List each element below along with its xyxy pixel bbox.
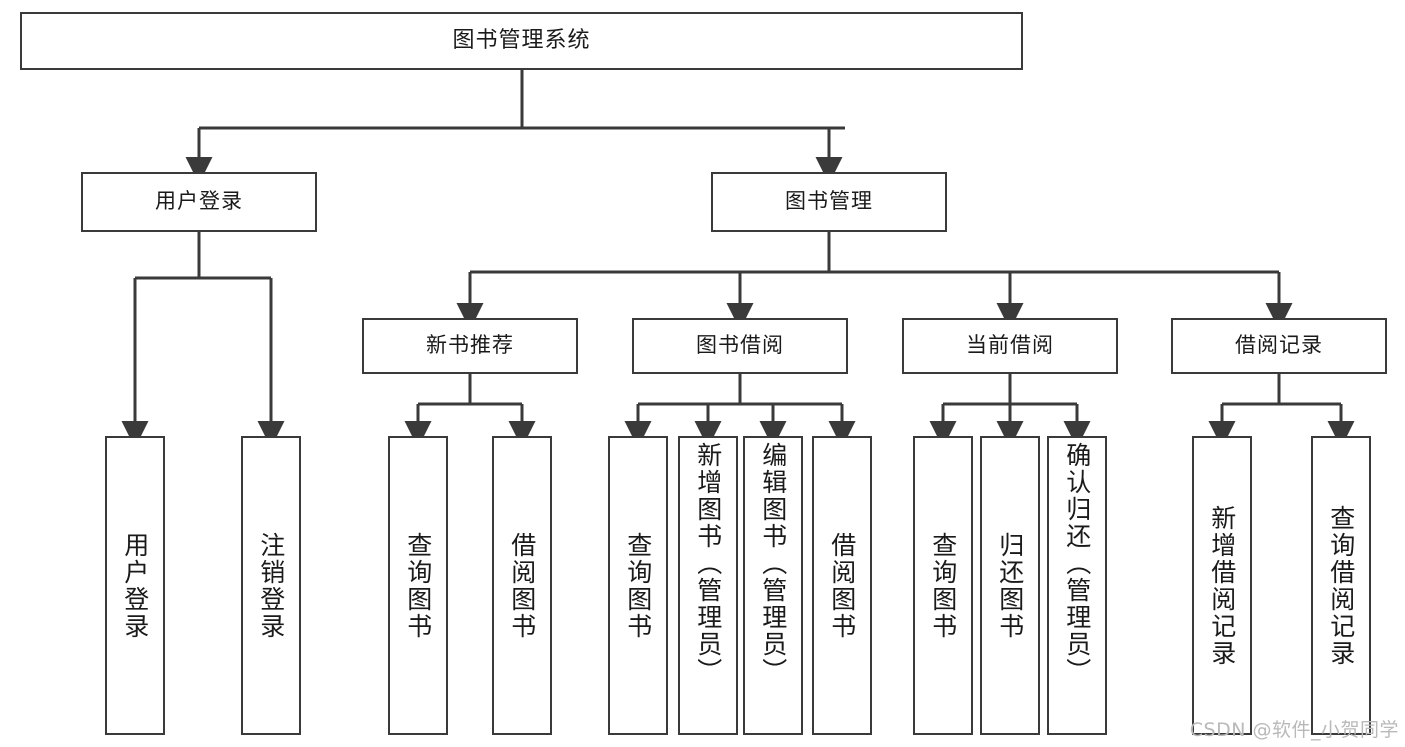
- leaf-user-logout[interactable]: 注销登录: [241, 436, 301, 735]
- leaf-query-book-current[interactable]: 查询图书: [913, 436, 973, 735]
- node-book-management[interactable]: 图书管理: [711, 172, 947, 232]
- leaf-add-borrow-record[interactable]: 新增借阅记录: [1192, 436, 1252, 735]
- leaf-add-book-admin[interactable]: 新增图书（管理员）: [678, 436, 738, 735]
- node-current-borrow[interactable]: 当前借阅: [902, 318, 1118, 374]
- leaf-borrow-book-recommend[interactable]: 借阅图书: [492, 436, 552, 735]
- node-borrow-record[interactable]: 借阅记录: [1171, 318, 1387, 374]
- node-book-borrow[interactable]: 图书借阅: [632, 318, 848, 374]
- leaf-confirm-return-admin[interactable]: 确认归还（管理员）: [1047, 436, 1107, 735]
- leaf-query-borrow-record[interactable]: 查询借阅记录: [1311, 436, 1371, 735]
- leaf-user-login[interactable]: 用户登录: [105, 436, 165, 735]
- watermark-text: CSDN @软件_小贺同学: [1189, 719, 1399, 741]
- leaf-borrow-book[interactable]: 借阅图书: [812, 436, 872, 735]
- node-user-login[interactable]: 用户登录: [81, 172, 317, 232]
- leaf-return-book[interactable]: 归还图书: [980, 436, 1040, 735]
- node-root-system[interactable]: 图书管理系统: [20, 12, 1023, 70]
- node-new-book-recommend[interactable]: 新书推荐: [362, 318, 578, 374]
- leaf-edit-book-admin[interactable]: 编辑图书（管理员）: [743, 436, 803, 735]
- leaf-query-book-borrow[interactable]: 查询图书: [608, 436, 668, 735]
- leaf-query-book-recommend[interactable]: 查询图书: [388, 436, 448, 735]
